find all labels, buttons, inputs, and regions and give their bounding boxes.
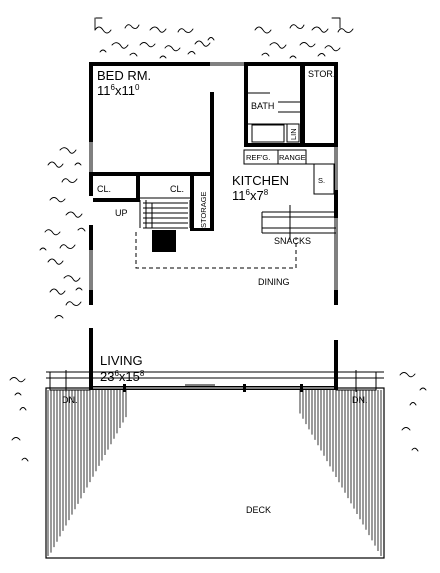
interior-walls [89, 62, 338, 305]
sink-label: S. [318, 176, 325, 185]
shrubbery-bottom-right [399, 372, 427, 452]
closet-left-label: CL. [97, 184, 111, 194]
exterior-walls [89, 62, 338, 392]
deck-label: DECK [246, 505, 271, 515]
stair [139, 200, 191, 229]
deck-boards-left [47, 390, 127, 556]
living-dimensions: 236x158 [100, 369, 145, 384]
range-label: RANGE [279, 153, 306, 162]
shrubbery-top [94, 17, 354, 59]
storage-closet-label: STOR. [308, 69, 335, 79]
deck [45, 371, 385, 559]
down-right-label: DN. [352, 395, 368, 405]
bedroom-label: BED RM. [97, 68, 151, 83]
shrubbery-left [39, 147, 86, 319]
bath-label: BATH [251, 101, 274, 111]
kitchen-dimensions: 116x78 [232, 188, 269, 203]
stair-up-label: UP [115, 208, 128, 218]
shrubbery-bottom-left [9, 377, 29, 462]
deck-boards-right [299, 390, 382, 556]
dining-label: DINING [258, 277, 290, 287]
snacks-label: SNACKS [274, 236, 311, 246]
down-left-label: DN. [62, 395, 78, 405]
deck-steps [49, 370, 377, 392]
bedroom-dimensions: 116x110 [97, 83, 140, 98]
storage-label: STORAGE [199, 191, 208, 228]
refrigerator-label: REF'G. [246, 153, 270, 162]
kitchen-label: KITCHEN [232, 173, 289, 188]
linen-label: LIN [289, 128, 298, 140]
closet-right-label: CL. [170, 184, 184, 194]
living-label: LIVING [100, 353, 143, 368]
